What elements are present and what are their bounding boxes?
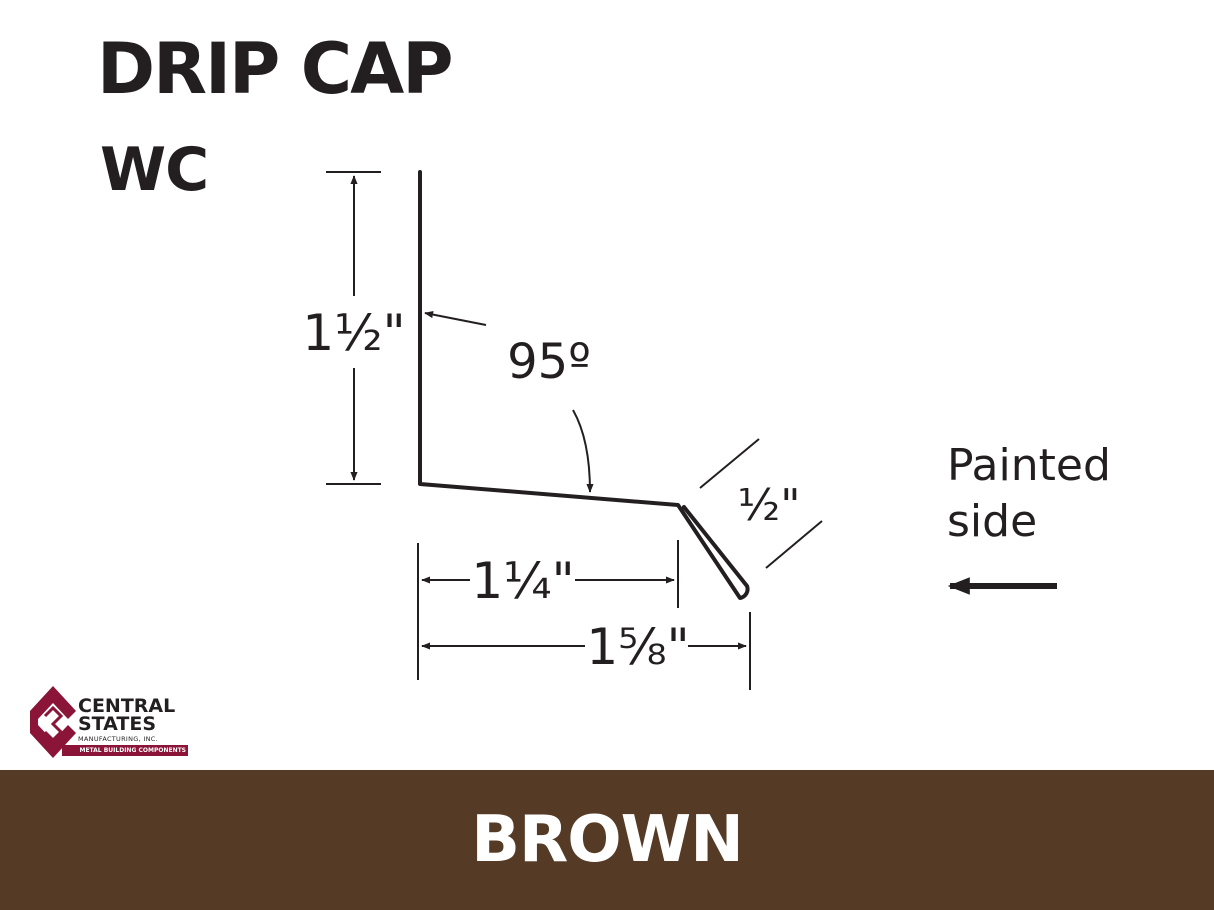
hem-extension-line-2 [765,520,823,569]
angle-arrow-bottom [572,409,594,493]
logo-line2: STATES [78,713,157,735]
product-title: DRIP CAP [97,28,454,110]
logo-line3: MANUFACTURING, INC. [78,735,158,743]
inner-width-dimension: 1¼" [471,552,574,610]
overall-width-dimension: 1⅝" [586,618,689,676]
painted-side-label: Painted side [947,438,1111,550]
hem-extension-line-1 [699,438,760,489]
drip-cap-profile-diagram: 1½" 95º ½" 1¼" 1⅝" [302,170,1057,690]
logo-line1: CENTRAL [78,695,176,717]
angle-dimension: 95º [507,334,591,390]
vertical-leg-dimension: 1½" [302,304,405,362]
product-code: WC [100,135,209,205]
profile-outline [418,170,750,600]
hem-dimension: ½" [738,480,801,531]
painted-side-line1: Painted [947,440,1111,491]
painted-side-line2: side [947,496,1038,547]
color-name: BROWN [471,803,744,877]
central-states-logo-icon [30,686,76,758]
logo-tagline: METAL BUILDING COMPONENTS [62,745,188,756]
color-band: BROWN [0,770,1214,910]
angle-arrow-top [424,311,487,326]
